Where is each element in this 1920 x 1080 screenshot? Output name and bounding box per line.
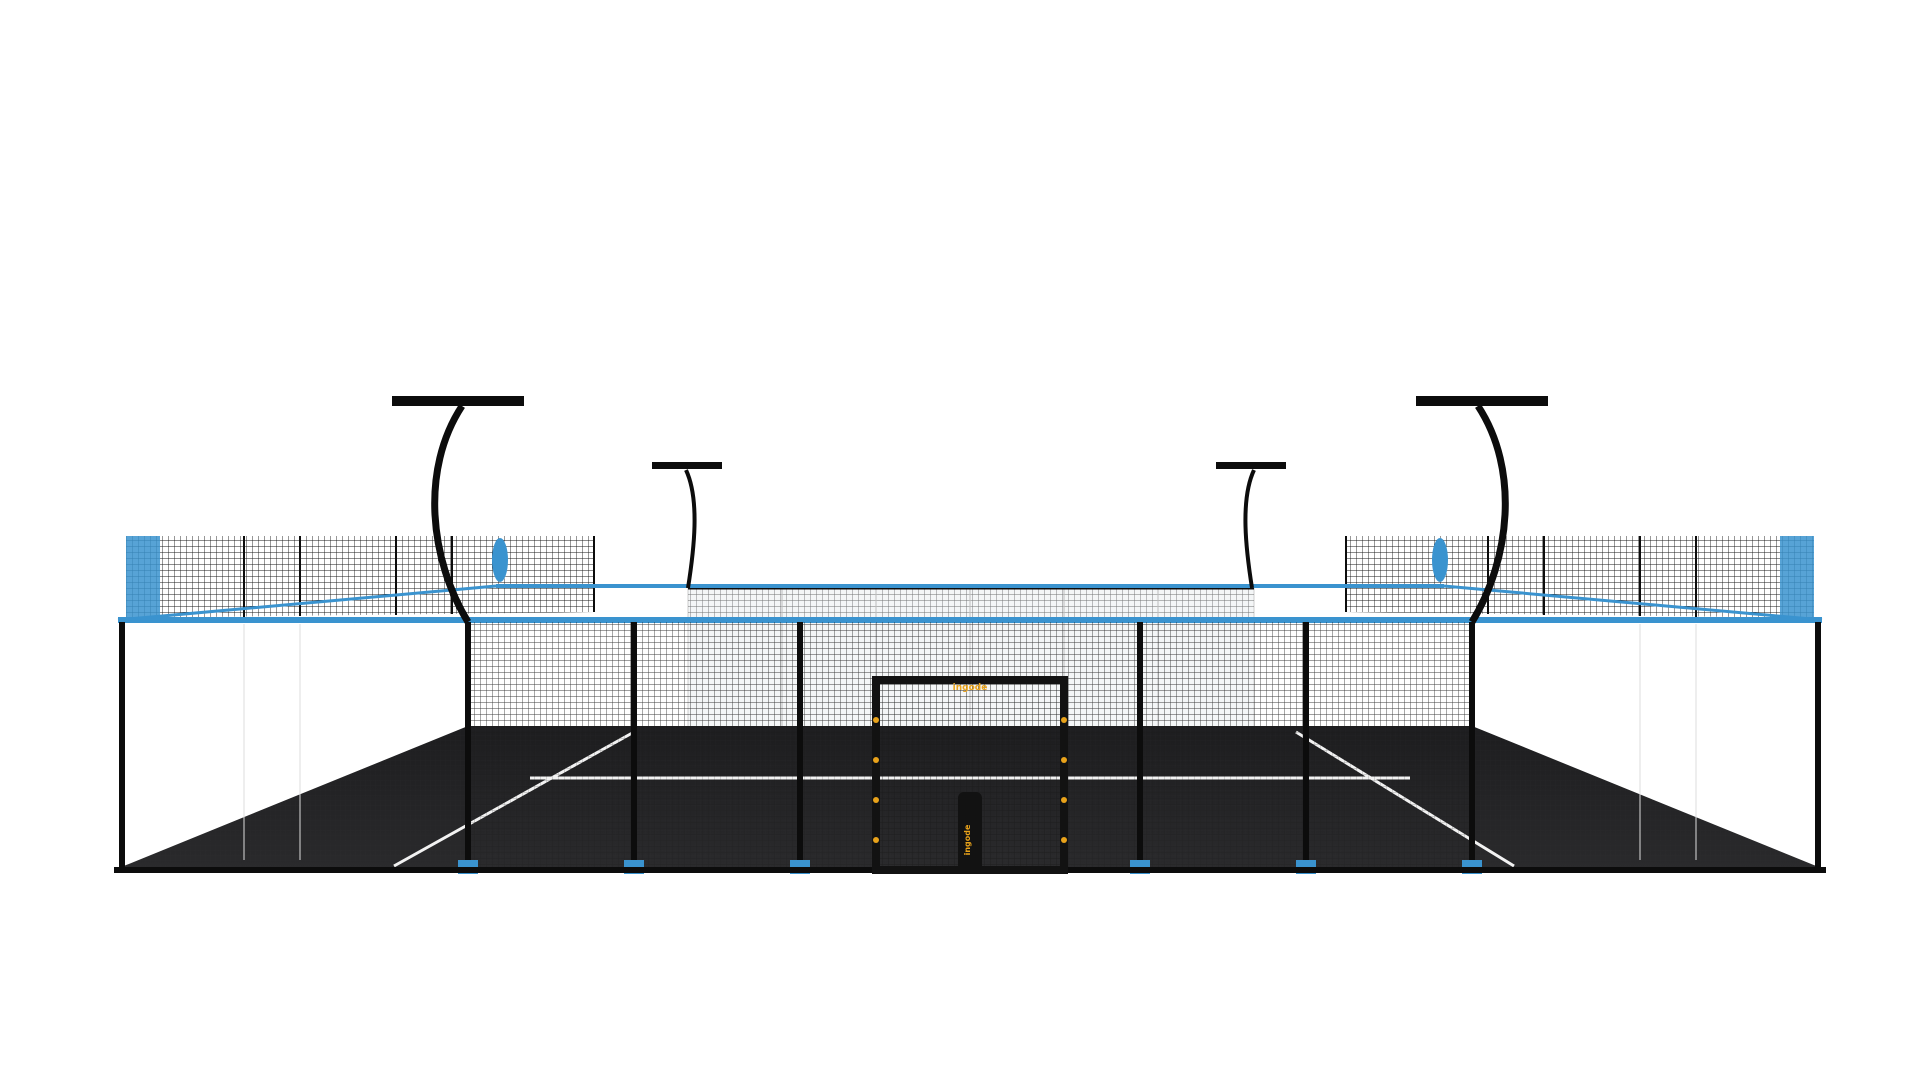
back-wall-mesh-upper — [688, 588, 1254, 618]
center-post: ingode — [958, 792, 982, 874]
net-logo-marks — [873, 717, 1067, 843]
floodlight-front-right — [1416, 396, 1548, 406]
light-poles — [431, 404, 1509, 624]
end-cap-left — [492, 538, 508, 582]
center-post-logo: ingode — [963, 824, 972, 855]
end-caps — [492, 538, 1448, 582]
side-mesh-upper-left — [126, 536, 595, 618]
rail-right-diagonal — [1443, 584, 1823, 622]
end-cap-right — [1432, 538, 1448, 582]
front-glass-panels — [243, 624, 1697, 860]
floodlight-front-left — [392, 396, 524, 406]
light-pole-back-left — [684, 469, 697, 589]
front-posts — [119, 622, 1821, 868]
rail-left-diagonal — [117, 584, 497, 622]
floodlights — [392, 396, 1548, 469]
top-rails — [117, 584, 1823, 623]
floodlight-back-left — [652, 462, 722, 469]
light-pole-back-right — [1243, 469, 1256, 589]
center-post-body — [958, 792, 982, 874]
floodlight-back-right — [1216, 462, 1286, 469]
side-mesh-upper-right — [1345, 536, 1814, 618]
light-pole-front-right — [1469, 404, 1509, 624]
net-logo-text: ingode — [953, 683, 988, 693]
light-pole-front-left — [431, 404, 471, 624]
